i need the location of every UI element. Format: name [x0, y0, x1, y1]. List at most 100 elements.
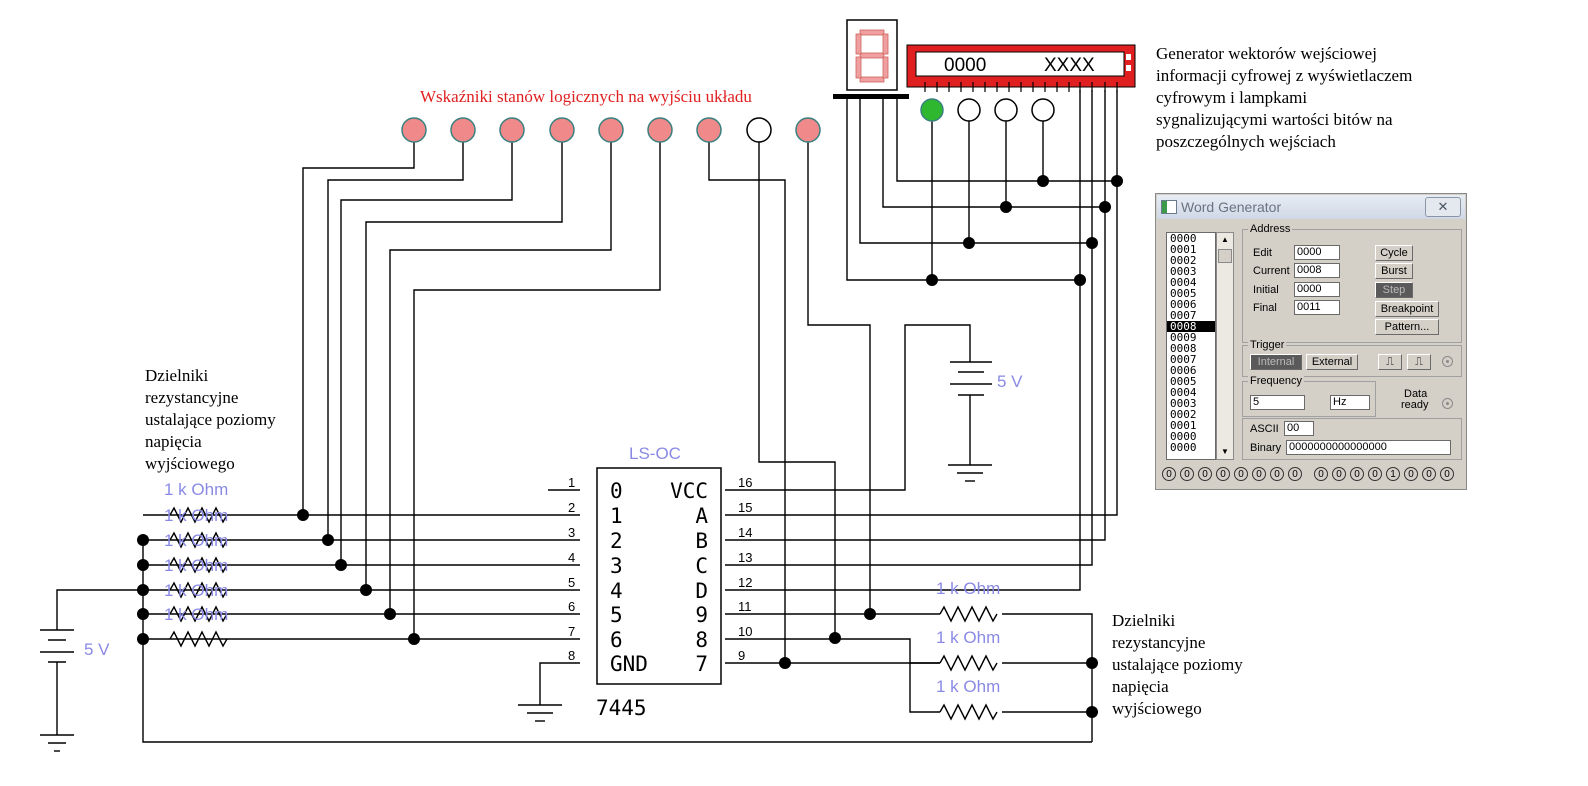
indicator-lamp [450, 117, 476, 143]
bit-terminal: 0 [1288, 467, 1302, 481]
pin-number: 10 [738, 624, 752, 639]
internal-button[interactable]: Internal [1250, 354, 1302, 370]
resistor-label-5: 1 k Ohm [164, 581, 228, 600]
scroll-thumb[interactable] [1218, 249, 1232, 263]
address-item[interactable]: 0005 [1170, 375, 1197, 388]
pin-number: 13 [738, 550, 752, 565]
falling-edge-icon[interactable]: ⎍ [1407, 354, 1431, 370]
note-line: rezystancyjne [1112, 633, 1206, 652]
pin-number: 2 [568, 500, 575, 515]
pin-number: 9 [738, 648, 745, 663]
address-item[interactable]: 0008 [1167, 321, 1215, 332]
address-item[interactable]: 0000 [1170, 441, 1197, 454]
generator-lamp [1031, 98, 1055, 122]
bit-terminal: 0 [1368, 467, 1382, 481]
word-display-left: 0000 [944, 55, 986, 76]
address-item[interactable]: 0002 [1170, 408, 1197, 421]
chip-right-label: C [695, 554, 708, 578]
divider-left-note: Dzielniki rezystancyjne ustalające pozio… [145, 365, 276, 475]
binary-field[interactable] [1286, 440, 1451, 455]
address-item[interactable]: 0007 [1170, 309, 1197, 322]
address-item[interactable]: 0006 [1170, 298, 1197, 311]
address-item[interactable]: 0008 [1170, 342, 1197, 355]
burst-button[interactable]: Burst [1375, 263, 1413, 279]
address-scrollbar[interactable]: ▲ ▼ [1216, 232, 1234, 460]
chip-right-label: A [695, 504, 708, 528]
pattern-button[interactable]: Pattern... [1375, 319, 1439, 335]
current-field[interactable] [1294, 263, 1340, 278]
external-button[interactable]: External [1306, 354, 1358, 370]
address-item[interactable]: 0007 [1170, 353, 1197, 366]
indicator-lamp [598, 117, 624, 143]
address-item[interactable]: 0004 [1170, 276, 1197, 289]
indicator-lamp [696, 117, 722, 143]
pin-number: 5 [568, 575, 575, 590]
note-line: rezystancyjne [145, 388, 239, 407]
initial-field[interactable] [1294, 282, 1340, 297]
resistor-label-6: 1 k Ohm [164, 605, 228, 624]
address-item[interactable]: 0009 [1170, 331, 1197, 344]
bit-terminal: 0 [1234, 467, 1248, 481]
rising-edge-icon[interactable]: ⎍ [1378, 354, 1402, 370]
pin-number: 8 [568, 648, 575, 663]
bit-terminal: 1 [1386, 467, 1400, 481]
chip-right-label: 7 [695, 652, 708, 676]
chip-left-label: 2 [610, 529, 623, 553]
address-item[interactable]: 0003 [1170, 265, 1197, 278]
note-line: Dzielniki [145, 366, 209, 385]
address-item[interactable]: 0004 [1170, 386, 1197, 399]
indicators-title: Wskaźniki stanów logicznych na wyjściu u… [420, 87, 752, 106]
generator-lamp [920, 98, 944, 122]
note-line: ustalające poziomy [1112, 655, 1243, 674]
final-field[interactable] [1294, 300, 1340, 315]
chip-right-label: D [695, 579, 708, 603]
ascii-binary-group [1242, 418, 1462, 460]
scroll-up-icon[interactable]: ▲ [1221, 235, 1229, 244]
bit-terminal: 0 [1216, 467, 1230, 481]
cycle-button[interactable]: Cycle [1375, 245, 1413, 261]
edit-field[interactable] [1294, 245, 1340, 260]
resistor-labels: 1 k Ohm 1 k Ohm 1 k Ohm 1 k Ohm 1 k Ohm … [164, 480, 1000, 696]
address-item[interactable]: 0006 [1170, 364, 1197, 377]
pin-number: 11 [738, 599, 752, 614]
address-group-label: Address [1248, 223, 1293, 235]
data-ready-indicator [1442, 398, 1453, 409]
address-item[interactable]: 0002 [1170, 254, 1197, 267]
note-line: sygnalizującymi wartości bitów na [1156, 110, 1393, 129]
address-item[interactable]: 0003 [1170, 397, 1197, 410]
bit-terminal: 0 [1198, 467, 1212, 481]
ascii-field[interactable] [1284, 421, 1314, 436]
chip-left-label: 6 [610, 628, 623, 652]
scroll-down-icon[interactable]: ▼ [1221, 447, 1229, 456]
trigger-group-label: Trigger [1248, 339, 1287, 351]
breakpoint-button[interactable]: Breakpoint [1375, 301, 1439, 317]
final-label: Final [1253, 302, 1277, 314]
trigger-radio[interactable] [1442, 356, 1453, 367]
frequency-unit-field[interactable] [1330, 395, 1370, 410]
generator-lamp [994, 98, 1018, 122]
close-button[interactable]: ✕ [1425, 197, 1461, 217]
note-line: Dzielniki [1112, 611, 1176, 630]
battery-label-right: 5 V [997, 372, 1023, 391]
window-title: Word Generator [1181, 199, 1282, 215]
step-button[interactable]: Step [1375, 282, 1413, 298]
address-item[interactable]: 0005 [1170, 287, 1197, 300]
address-item[interactable]: 0000 [1170, 232, 1197, 245]
chip-left-label: 5 [610, 603, 623, 627]
frequency-group [1242, 381, 1376, 417]
resistor-label-8: 1 k Ohm [936, 628, 1000, 647]
indicator-lamps [401, 117, 821, 143]
data-ready-label-2: ready [1401, 399, 1429, 411]
address-item[interactable]: 0001 [1170, 243, 1197, 256]
ascii-label: ASCII [1250, 423, 1279, 435]
frequency-field[interactable] [1250, 395, 1305, 410]
address-group [1242, 229, 1462, 343]
address-item[interactable]: 0001 [1170, 419, 1197, 432]
word-display-right: XXXX [1044, 55, 1095, 76]
window-titlebar[interactable]: Word Generator ✕ [1157, 195, 1465, 219]
resistors-right [939, 605, 998, 721]
trigger-group [1242, 345, 1462, 377]
address-item[interactable]: 0000 [1170, 430, 1197, 443]
